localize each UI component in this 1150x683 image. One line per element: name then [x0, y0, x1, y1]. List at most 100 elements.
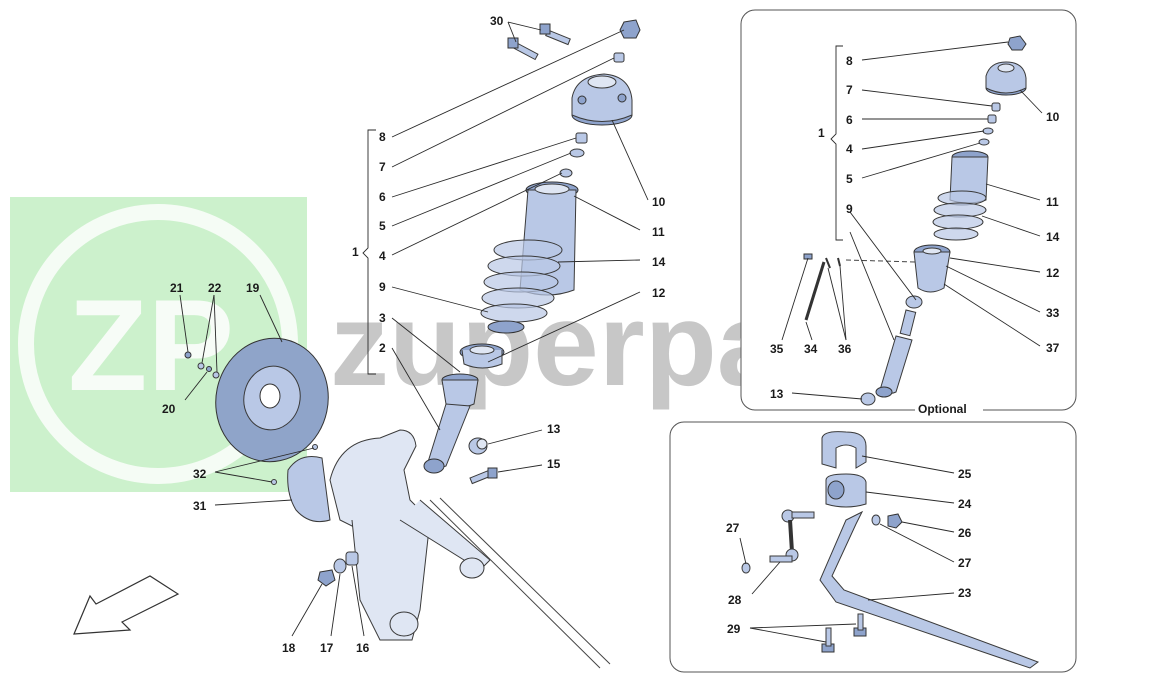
stab-callout-23: 23: [958, 586, 972, 600]
opt-bush-13: [860, 392, 876, 406]
stab-bolt-29a: [821, 627, 835, 653]
callout-11: 11: [652, 225, 665, 239]
stab-callout-27b: 27: [958, 556, 972, 570]
opt-callout-12: 12: [1046, 266, 1060, 280]
callout-30: 30: [490, 14, 504, 28]
bolt-30a: [507, 37, 539, 61]
callout-32: 32: [193, 467, 207, 481]
callout-13: 13: [547, 422, 561, 436]
direction-arrow-icon: [73, 575, 180, 635]
stab-washer-27: [741, 562, 751, 574]
bush-6: [575, 132, 588, 144]
callout-6: 6: [379, 190, 386, 204]
brake-disc: [215, 337, 329, 463]
stabilizer-leaders: [739, 455, 955, 643]
callout-8: 8: [379, 130, 386, 144]
washer-7: [613, 52, 625, 63]
opt-callout-8: 8: [846, 54, 853, 68]
opt-callout-14: 14: [1046, 230, 1060, 244]
opt-callout-37: 37: [1046, 341, 1060, 355]
callout-14: 14: [652, 255, 666, 269]
callout-4: 4: [379, 249, 386, 263]
callout-21: 21: [170, 281, 184, 295]
bolt-30b: [539, 23, 571, 46]
opt-spring-seat: [913, 244, 951, 293]
screw-22a: [197, 362, 205, 370]
stab-bushing: [825, 473, 867, 508]
opt-top-mount: [985, 61, 1027, 96]
stab-washer: [871, 514, 881, 526]
callout-15: 15: [547, 457, 561, 471]
opt-rod-34: [804, 261, 826, 321]
stab-callout-27a: 27: [726, 521, 740, 535]
opt-pin-36a: [825, 257, 831, 269]
callout-9: 9: [379, 280, 386, 294]
stab-callout-29: 29: [727, 622, 741, 636]
opt-callout-34: 34: [804, 342, 818, 356]
callout-3: 3: [379, 311, 386, 325]
opt-bush-6: [987, 114, 997, 124]
optional-leaders: [781, 41, 1043, 400]
screw-21: [184, 351, 192, 359]
opt-damper: [875, 295, 923, 398]
screw-22b: [212, 371, 220, 379]
stab-nut: [887, 513, 903, 529]
washer-4: [559, 168, 573, 178]
optional-callouts: 8 7 6 1 4 5 9 10 11 14 12 33 37 35 34 36…: [770, 54, 1060, 401]
damper-body: [423, 373, 479, 474]
opt-callout-35: 35: [770, 342, 784, 356]
callout-17: 17: [320, 641, 334, 655]
callout-5: 5: [379, 219, 386, 233]
stab-bolt-29b: [853, 613, 867, 637]
opt-callout-36: 36: [838, 342, 852, 356]
opt-washer-4: [982, 127, 994, 135]
callout-20: 20: [162, 402, 176, 416]
opt-callout-6: 6: [846, 113, 853, 127]
main-shock-assembly: [423, 19, 641, 485]
stab-clamp: [821, 431, 867, 469]
stab-callout-28: 28: [728, 593, 742, 607]
callout-7: 7: [379, 160, 386, 174]
stab-callout-26: 26: [958, 526, 972, 540]
opt-coil-spring: [932, 190, 987, 241]
optional-label-mask: [915, 402, 983, 416]
pin-32b: [271, 479, 277, 485]
washer-5: [569, 148, 585, 158]
top-mount: [571, 73, 633, 126]
brake-shield: [287, 456, 331, 523]
opt-washer-5: [978, 138, 990, 146]
drop-link: [769, 509, 815, 563]
stabilizer-frame: [669, 421, 1077, 673]
stabilizer-callouts: 25 24 26 27 27 28 23 29: [726, 467, 972, 636]
opt-callout-13: 13: [770, 387, 784, 401]
top-nut: [619, 19, 641, 39]
callout-16: 16: [356, 641, 370, 655]
stabilizer-assembly: [741, 431, 1040, 669]
bush-16: [345, 551, 359, 566]
screw-20: [206, 366, 212, 372]
callout-31: 31: [193, 499, 207, 513]
callout-12: 12: [652, 286, 666, 300]
opt-callout-7: 7: [846, 83, 853, 97]
bush-13: [468, 437, 488, 455]
opt-callout-5: 5: [846, 172, 853, 186]
opt-callout-33: 33: [1046, 306, 1060, 320]
opt-bush-7: [991, 102, 1001, 112]
callout-1: 1: [352, 245, 359, 259]
optional-shock-assembly: [803, 35, 1027, 406]
coil-spring: [480, 239, 563, 334]
stab-callout-24: 24: [958, 497, 972, 511]
callout-2: 2: [379, 341, 386, 355]
main-leaders: [179, 21, 649, 637]
callout-22: 22: [208, 281, 222, 295]
main-callouts: 30 8 7 6 5 4 1 9 3 2 10 11 14 12 13 15 2…: [162, 14, 666, 655]
opt-callout-10: 10: [1046, 110, 1060, 124]
callout-18: 18: [282, 641, 296, 655]
opt-callout-4: 4: [846, 142, 853, 156]
stab-callout-25: 25: [958, 467, 972, 481]
pin-32a: [312, 444, 318, 450]
opt-axis-line: [845, 259, 917, 263]
watermark-logo-letters: ZP: [68, 272, 234, 418]
opt-callout-9: 9: [846, 202, 853, 216]
